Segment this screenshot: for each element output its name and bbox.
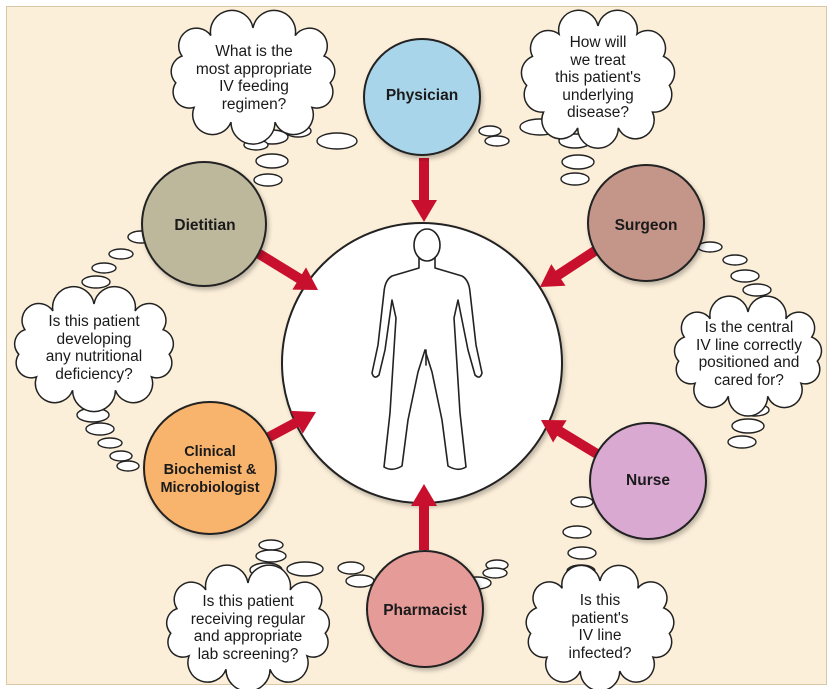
thought-bubble [478, 125, 502, 137]
thought-bubble [255, 549, 287, 563]
thought-bubble [337, 561, 365, 575]
question-physician: What is the most appropriate IV feeding … [195, 43, 313, 113]
thought-bubble [255, 153, 289, 169]
thought-bubble [562, 525, 592, 539]
thought-bubble [109, 450, 133, 462]
thought-bubble [727, 435, 757, 449]
thought-cloud-dietitian [13, 285, 175, 413]
thought-bubble [116, 460, 140, 472]
question-clinical: Is this patient receiving regular and ap… [190, 593, 306, 663]
thought-clouds [13, 9, 823, 689]
thought-bubble [482, 567, 508, 579]
thought-bubble [561, 154, 595, 170]
question-pharmacist: Is this patient's IV line infected? [568, 592, 632, 662]
role-circle-clinical [143, 401, 277, 535]
human-body-icon [371, 228, 483, 471]
thought-trails [76, 118, 772, 590]
thought-bubble [81, 275, 111, 289]
role-circle-nurse [589, 422, 707, 540]
question-nurse: Is the central IV line correctly positio… [696, 319, 802, 389]
role-circle-surgeon [587, 164, 705, 282]
role-label-nurse: Nurse [626, 471, 670, 489]
thought-bubble [91, 262, 117, 274]
thought-cloud-physician [170, 9, 336, 145]
thought-bubble [731, 418, 765, 434]
arrow-nurse [541, 420, 605, 462]
thought-cloud-surgeon [520, 9, 676, 149]
role-label-physician: Physician [385, 86, 459, 104]
thought-bubble [97, 437, 123, 449]
question-dietitian: Is this patient developing any nutrition… [45, 313, 143, 383]
thought-bubble [730, 269, 760, 283]
arrow-dietitian [253, 247, 318, 290]
thought-bubble [722, 254, 748, 266]
thought-cloud-pharmacist [525, 564, 675, 689]
arrow-physician [411, 158, 437, 222]
thought-bubble [253, 173, 283, 187]
role-label-surgeon: Surgeon [614, 216, 678, 234]
role-label-dietitian: Dietitian [174, 216, 236, 234]
thought-cloud-nurse [673, 295, 823, 417]
thought-bubble [742, 283, 772, 297]
thought-bubble [85, 422, 115, 436]
role-label-pharmacist: Pharmacist [383, 601, 467, 619]
role-circles [141, 38, 707, 668]
thought-cloud-clinical [165, 564, 331, 689]
role-circle-physician [363, 38, 481, 156]
thought-bubble [567, 546, 597, 560]
thought-bubble [560, 172, 590, 186]
arrow-pharmacist [411, 484, 437, 550]
thought-bubble [108, 248, 134, 260]
thought-bubble [286, 561, 324, 577]
patient-circle [281, 222, 563, 504]
role-circle-pharmacist [366, 550, 484, 668]
arrow-surgeon [540, 240, 607, 287]
role-label-clinical: Clinical Biochemist & Microbiologist [160, 444, 260, 496]
role-circle-dietitian [141, 161, 267, 287]
thought-bubble [484, 135, 510, 147]
thought-bubble [258, 539, 284, 551]
thought-bubble [316, 132, 358, 150]
question-surgeon: How will we treat this patient's underly… [555, 34, 641, 122]
